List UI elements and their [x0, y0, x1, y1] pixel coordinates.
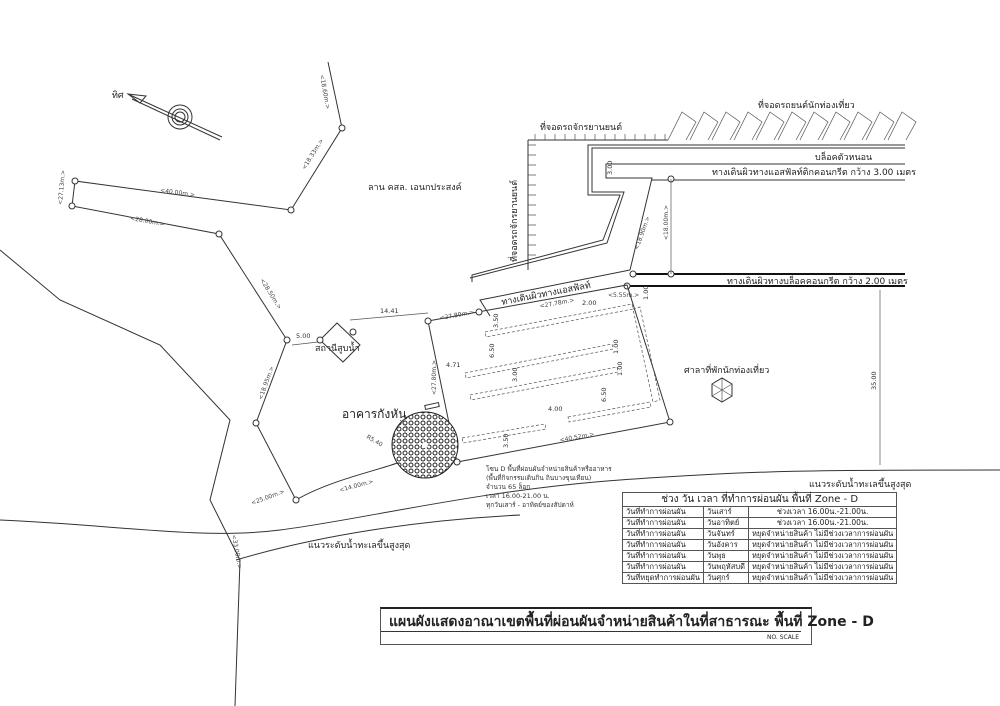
label: 4.00 [548, 405, 562, 413]
table-row: วันที่ทำการผ่อนผันวันอาทิตย์ช่วงเวลา 16.… [622, 517, 898, 529]
label: ทางเดินผิวทางบล็อคคอนกรีต กว้าง 2.00 เมต… [727, 274, 908, 287]
cell-time: หยุดจำหน่ายสินค้า ไม่มีช่วงเวลาการผ่อนผั… [747, 572, 898, 584]
table-row: วันที่ทำการผ่อนผันวันอังคารหยุดจำหน่ายสิ… [622, 539, 898, 551]
label: 2.00 [582, 299, 596, 307]
label: 1.00 [642, 286, 650, 300]
zone-note-line: ทุกวันเสาร์ - อาทิตย์ของสัปดาห์ [486, 501, 574, 509]
zone-note: โซน D พื้นที่ผ่อนผันจำหน่ายสินค้าหรืออาห… [486, 465, 612, 510]
label: ทางเดินผิวทางแอสฟัลท์ติกคอนกรีต กว้าง 3.… [712, 166, 916, 178]
turbine-building: อาคารกังหัน R5.40 [342, 407, 459, 479]
label: แนวระดับน้ำทะเลขึ้นสูงสุด [809, 477, 911, 490]
label: 35.00 [870, 371, 878, 390]
label: <18.60m.> [318, 74, 331, 110]
cell-type: วันที่ทำการผ่อนผัน [622, 517, 704, 529]
cell-type: วันที่หยุดทำการผ่อนผัน [622, 572, 704, 584]
label: <14.00m.> [339, 478, 375, 494]
label: 4.71 [446, 361, 460, 369]
label: บล็อคตัวหนอน [815, 150, 872, 163]
schedule-title: ช่วง วัน เวลา ที่ทำการผ่อนผัน พื้นที่ Zo… [621, 492, 898, 507]
label: <5.55m.> [608, 292, 639, 299]
label: R5.40 [365, 434, 384, 449]
label: <28.50m.> [258, 277, 282, 310]
north-label: ทิศ [112, 90, 124, 101]
cell-day: วันศุกร์ [702, 572, 749, 584]
walkways: บล็อคตัวหนอน ทางเดินผิวทางแอสฟัลท์ติกคอน… [469, 144, 916, 317]
cell-type: วันที่ทำการผ่อนผัน [622, 539, 704, 551]
cell-time: หยุดจำหน่ายสินค้า ไม่มีช่วงเวลาการผ่อนผั… [747, 550, 898, 562]
table-row: วันที่หยุดทำการผ่อนผันวันศุกร์หยุดจำหน่า… [622, 572, 898, 584]
zone-note-line: จำนวน 65 ล็อก [486, 483, 531, 491]
label: 3.50 [492, 314, 500, 328]
cell-time: ช่วงเวลา 16.00น.-21.00น. [747, 506, 898, 518]
cell-time: หยุดจำหน่ายสินค้า ไม่มีช่วงเวลาการผ่อนผั… [747, 561, 898, 573]
table-row: วันที่ทำการผ่อนผันวันเสาร์ช่วงเวลา 16.00… [622, 506, 898, 518]
label: <40.52m.> [559, 431, 595, 444]
label: 1.00 [612, 340, 620, 354]
label: สถานีสูบน้ำ [315, 341, 360, 354]
label: 3.00 [606, 161, 614, 175]
pavilion-icon: ศาลาที่พักนักท่องเที่ยว [684, 363, 769, 403]
zone-note-line: (พื้นที่กิจกรรมเดินกิน ถินบางขุนเทียน) [486, 474, 592, 482]
label: <18.33m.> [301, 138, 325, 171]
label: 14.41 [380, 307, 399, 315]
table-row: วันที่ทำการผ่อนผันวันพุธหยุดจำหน่ายสินค้… [622, 550, 898, 562]
label: <27.13m.> [57, 170, 67, 205]
motorcycle-parking: ที่จอดรถจักรยานยนต์ ที่จอดรถจักรยานยนต์ [507, 120, 668, 270]
label: <28.00m.> [130, 215, 166, 228]
label: <18.90m.> [633, 215, 652, 250]
cell-type: วันที่ทำการผ่อนผัน [622, 528, 704, 540]
label: 3.00 [511, 368, 519, 382]
field-label: ลาน คสล. เอนกประสงค์ [368, 181, 462, 193]
label: <33.00m.> [230, 534, 243, 570]
schedule-table: ช่วง วัน เวลา ที่ทำการผ่อนผัน พื้นที่ Zo… [621, 492, 898, 584]
label: อาคารกังหัน [342, 407, 406, 421]
label: 1.00 [616, 362, 624, 376]
zone-d-area: <27.80m.> <27.78m.> <40.52m.> 14.41 5.00… [291, 284, 674, 466]
label: ที่จอดรถจักรยานยนต์ [507, 180, 520, 262]
cell-day: วันอังคาร [702, 539, 749, 551]
label: <18.00m.> [663, 205, 670, 240]
label: 6.50 [488, 344, 496, 358]
label: <40.00m.> [160, 187, 196, 199]
divider [381, 631, 801, 632]
label: ที่จอดรถจักรยานยนต์ [540, 120, 622, 133]
label: ศาลาที่พักนักท่องเที่ยว [684, 363, 769, 376]
cell-type: วันที่ทำการผ่อนผัน [622, 550, 704, 562]
car-parking: ที่จอดรถยนต์นักท่องเที่ยว [667, 98, 917, 141]
label: 6.50 [600, 388, 608, 402]
cell-day: วันเสาร์ [702, 506, 749, 518]
label: <27.80m.> [431, 360, 438, 395]
label: 5.00 [296, 332, 310, 340]
cell-day: วันพุธ [702, 550, 749, 562]
label: ที่จอดรถยนต์นักท่องเที่ยว [758, 98, 855, 111]
cell-time: หยุดจำหน่ายสินค้า ไม่มีช่วงเวลาการผ่อนผั… [747, 539, 898, 551]
cell-time: หยุดจำหน่ายสินค้า ไม่มีช่วงเวลาการผ่อนผั… [747, 528, 898, 540]
cell-time: ช่วงเวลา 16.00น.-21.00น. [747, 517, 898, 529]
north-arrow-icon: ทิศ [112, 90, 223, 141]
zone-note-line: โซน D พื้นที่ผ่อนผันจำหน่ายสินค้าหรืออาห… [486, 465, 612, 473]
cell-type: วันที่ทำการผ่อนผัน [622, 506, 704, 518]
plan-title: แผนผังแสดงอาณาเขตพื้นที่ผ่อนผันจำหน่ายสิ… [389, 614, 874, 630]
table-row: วันที่ทำการผ่อนผันวันพฤหัสบดีหยุดจำหน่าย… [622, 561, 898, 573]
title-block: แผนผังแสดงอาณาเขตพื้นที่ผ่อนผันจำหน่ายสิ… [380, 607, 874, 645]
cell-type: วันที่ทำการผ่อนผัน [622, 561, 704, 573]
zone-note-line: เวลา 16.00-21.00 น. [486, 492, 550, 500]
label: <27.80m.> [439, 309, 475, 322]
scale-note: NO. SCALE [766, 634, 799, 641]
pump-station: สถานีสูบน้ำ [315, 322, 361, 363]
label: <25.00m.> [250, 488, 285, 507]
cell-day: วันพฤหัสบดี [702, 561, 749, 573]
cell-day: วันอาทิตย์ [702, 517, 749, 529]
label: 3.50 [502, 434, 510, 448]
label: แนวระดับน้ำทะเลขึ้นสูงสุด [308, 538, 410, 551]
table-row: วันที่ทำการผ่อนผันวันจันทร์หยุดจำหน่ายสิ… [622, 528, 898, 540]
cell-day: วันจันทร์ [702, 528, 749, 540]
